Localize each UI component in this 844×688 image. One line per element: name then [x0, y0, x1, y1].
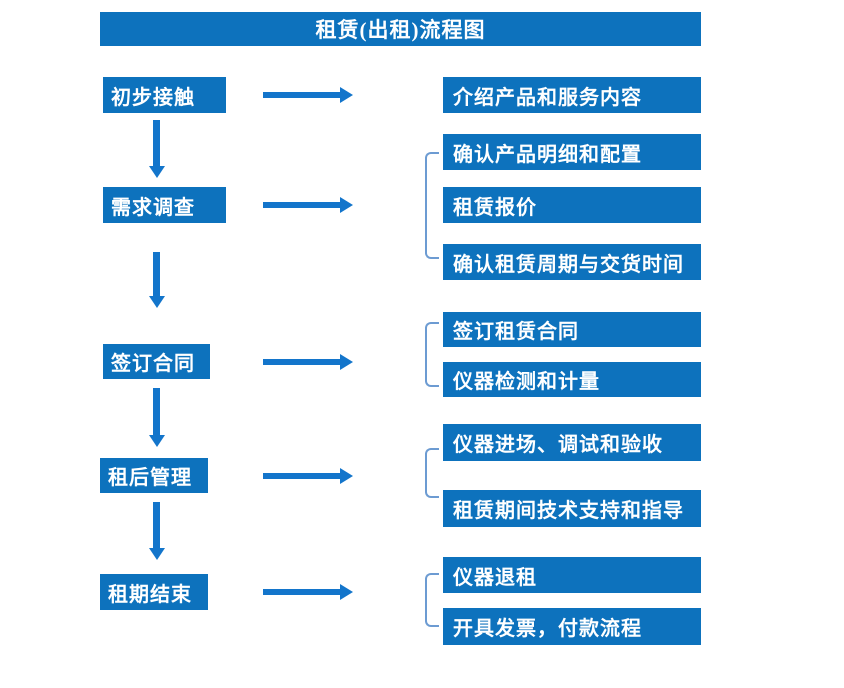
group-bracket [425, 448, 439, 498]
arrow-shaft [263, 473, 341, 479]
output-box-invoice-payment: 开具发票，付款流程 [443, 608, 701, 645]
arrow-shaft [153, 502, 160, 548]
group-bracket [425, 152, 439, 259]
right-arrow-icon [263, 584, 353, 600]
output-box-instrument-inspection: 仪器检测和计量 [443, 362, 701, 397]
arrow-shaft [263, 92, 341, 98]
output-box-introduce-products: 介绍产品和服务内容 [443, 77, 701, 113]
arrow-head [340, 468, 353, 484]
output-box-confirm-product-details: 确认产品明细和配置 [443, 134, 701, 170]
output-box-technical-support: 租赁期间技术支持和指导 [443, 490, 701, 527]
step-box-sign-contract: 签订合同 [103, 344, 210, 379]
arrow-head [340, 87, 353, 103]
right-arrow-icon [263, 354, 353, 370]
output-box-instrument-return: 仪器退租 [443, 557, 701, 593]
output-box-confirm-rental-period: 确认租赁周期与交货时间 [443, 244, 701, 280]
arrow-head [340, 197, 353, 213]
arrow-head [340, 584, 353, 600]
group-bracket [425, 322, 439, 387]
right-arrow-icon [263, 468, 353, 484]
arrow-shaft [263, 589, 341, 595]
output-box-sign-rental-contract: 签订租赁合同 [443, 312, 701, 347]
arrow-head [149, 296, 165, 308]
down-arrow-icon [149, 388, 165, 447]
flowchart-title: 租赁(出租)流程图 [100, 12, 701, 46]
output-box-instrument-setup-acceptance: 仪器进场、调试和验收 [443, 424, 701, 461]
arrow-head [340, 354, 353, 370]
right-arrow-icon [263, 87, 353, 103]
down-arrow-icon [149, 252, 165, 308]
right-arrow-icon [263, 197, 353, 213]
down-arrow-icon [149, 120, 165, 178]
step-box-lease-end: 租期结束 [100, 574, 208, 610]
arrow-shaft [153, 120, 160, 166]
step-box-post-rental-management: 租后管理 [100, 458, 208, 493]
step-box-demand-survey: 需求调查 [103, 187, 226, 223]
arrow-head [149, 548, 165, 560]
arrow-shaft [263, 359, 341, 365]
arrow-shaft [153, 388, 160, 435]
output-box-rental-quotation: 租赁报价 [443, 187, 701, 223]
step-box-initial-contact: 初步接触 [103, 77, 226, 113]
down-arrow-icon [149, 502, 165, 560]
arrow-head [149, 435, 165, 447]
arrow-head [149, 166, 165, 178]
group-bracket [425, 573, 439, 627]
arrow-shaft [153, 252, 160, 296]
arrow-shaft [263, 202, 341, 208]
